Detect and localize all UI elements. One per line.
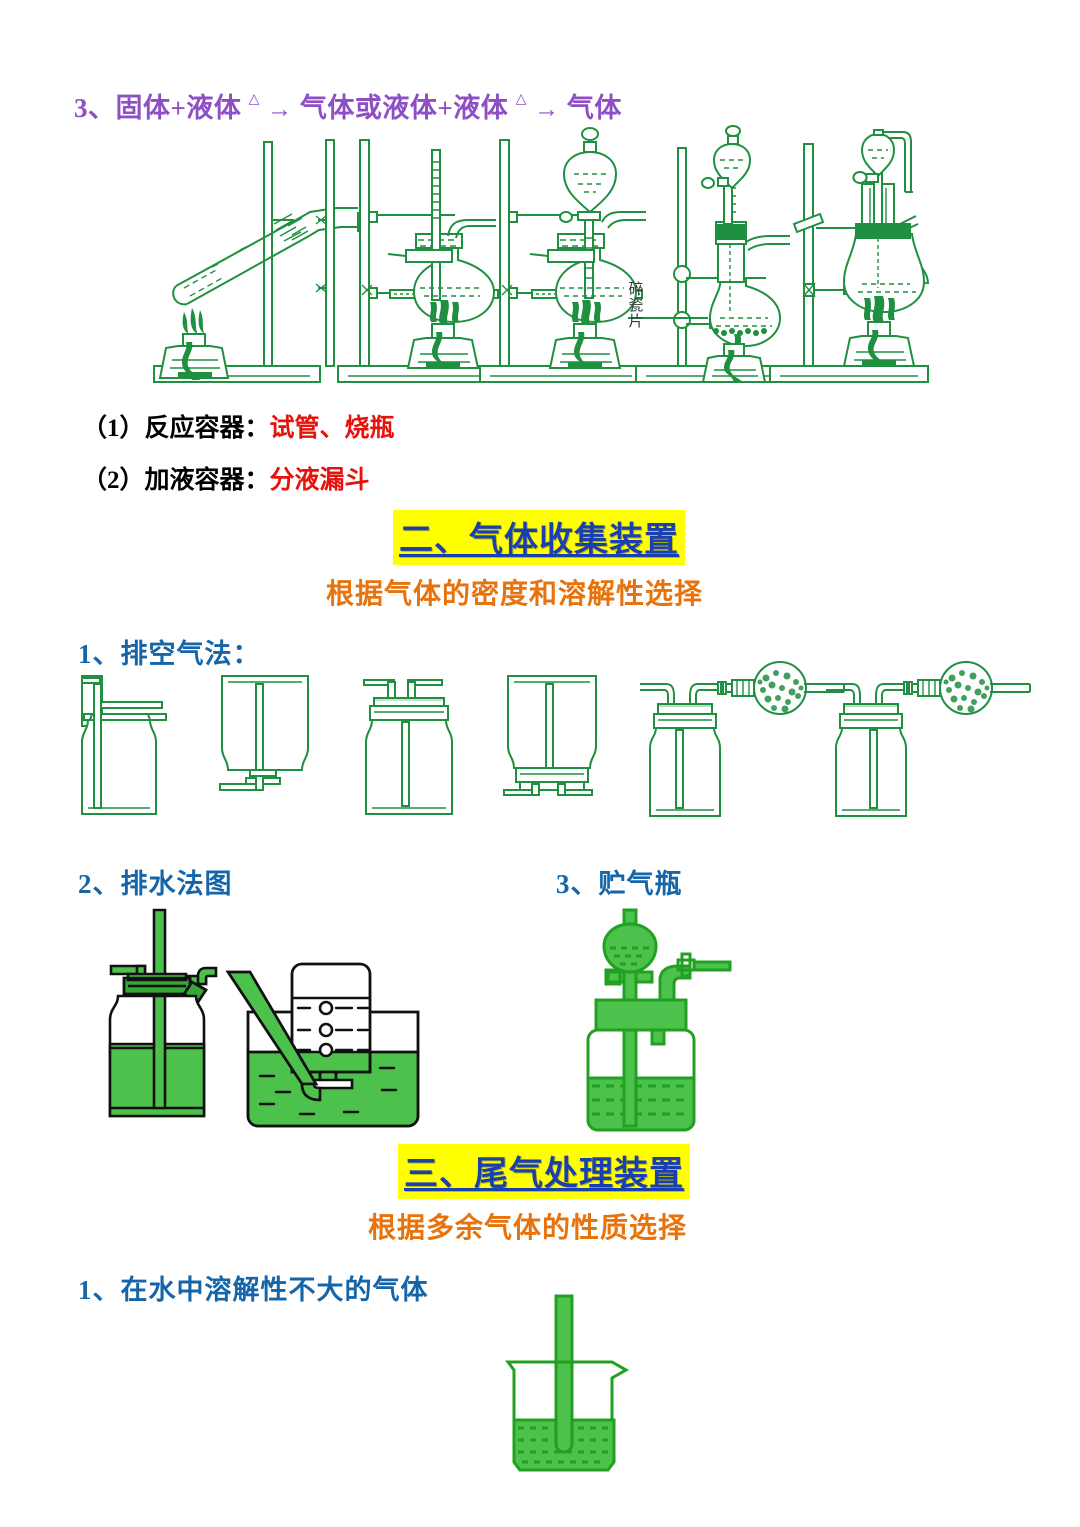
heat-symbol-2: △ bbox=[515, 92, 527, 107]
arrow-2: → bbox=[534, 96, 560, 123]
gas-washing-bottle-with-drying-ball-2 bbox=[826, 661, 1031, 817]
apparatus-dropping-funnel-gauze-flask bbox=[769, 129, 929, 383]
page-title-section-3: 3、固体+液体 △ → 气体或液体+液体 △ → 气体 bbox=[74, 86, 622, 125]
item-index-1: （1） bbox=[82, 415, 145, 442]
apparatus-separating-funnel-flask bbox=[479, 127, 646, 383]
list-item-liquid-adding-vessel: （2）加液容器：分液漏斗 bbox=[82, 460, 370, 496]
gas-storage-bottle-with-funnel bbox=[586, 908, 732, 1132]
item-answer-2: 分液漏斗 bbox=[269, 467, 370, 494]
arrow-1: → bbox=[267, 96, 293, 123]
heat-symbol-1: △ bbox=[248, 92, 260, 107]
water-displacement-bottle bbox=[108, 908, 218, 1118]
figure-gas-storage-bottle bbox=[572, 906, 772, 1134]
apparatus-porcelain-chips-flask bbox=[628, 125, 790, 383]
inverted-bottle-in-water-trough bbox=[225, 962, 420, 1128]
figure-apparatus-row bbox=[140, 125, 930, 396]
gas-jar-upright-stoppered bbox=[363, 679, 453, 815]
beaker-with-water-and-tube bbox=[505, 1294, 630, 1472]
list-item-reaction-vessel: （1）反应容器：试管、烧瓶 bbox=[82, 408, 395, 444]
subsection-low-solubility-gas: 1、在水中溶解性不大的气体 bbox=[78, 1275, 429, 1305]
gas-jar-inverted-tube-to-bottom bbox=[219, 675, 309, 791]
heading-suffix: 气体 bbox=[566, 93, 622, 123]
subsection-water-displacement: 2、排水法图 bbox=[78, 869, 233, 899]
item-index-2: （2） bbox=[82, 467, 145, 494]
heading-prefix: 3、固体+液体 bbox=[74, 93, 242, 123]
subsection-air-displacement: 1、排空气法： bbox=[78, 639, 261, 669]
gas-washing-bottle-with-drying-ball-1 bbox=[640, 661, 845, 817]
apparatus-test-tube-on-stand bbox=[153, 139, 361, 383]
section-subtitle-gas-collection: 根据气体的密度和溶解性选择 bbox=[326, 579, 704, 610]
item-answer-1: 试管、烧瓶 bbox=[269, 415, 395, 442]
gas-jar-inverted-stoppered bbox=[503, 675, 597, 796]
subsection-gas-storage-bottle: 3、贮气瓶 bbox=[556, 869, 683, 899]
gas-jar-upright-tube-to-bottom bbox=[81, 675, 167, 815]
item-label-2: 加液容器： bbox=[144, 467, 270, 494]
section-title-tail-gas: 三、尾气处理装置 bbox=[398, 1144, 690, 1199]
section-title-gas-collection: 二、气体收集装置 bbox=[393, 510, 685, 565]
apparatus-flask-long-funnel bbox=[337, 139, 499, 383]
figure-collection-bottles-row bbox=[72, 661, 1032, 828]
figure-beaker-tail-gas bbox=[488, 1294, 648, 1496]
heading-middle: 气体或液体+液体 bbox=[299, 93, 509, 123]
section-subtitle-tail-gas: 根据多余气体的性质选择 bbox=[368, 1213, 688, 1244]
item-label-1: 反应容器： bbox=[144, 415, 270, 442]
figure-water-displacement-row bbox=[88, 908, 428, 1134]
porcelain-chips-label: 碎瓷片 bbox=[628, 282, 644, 330]
